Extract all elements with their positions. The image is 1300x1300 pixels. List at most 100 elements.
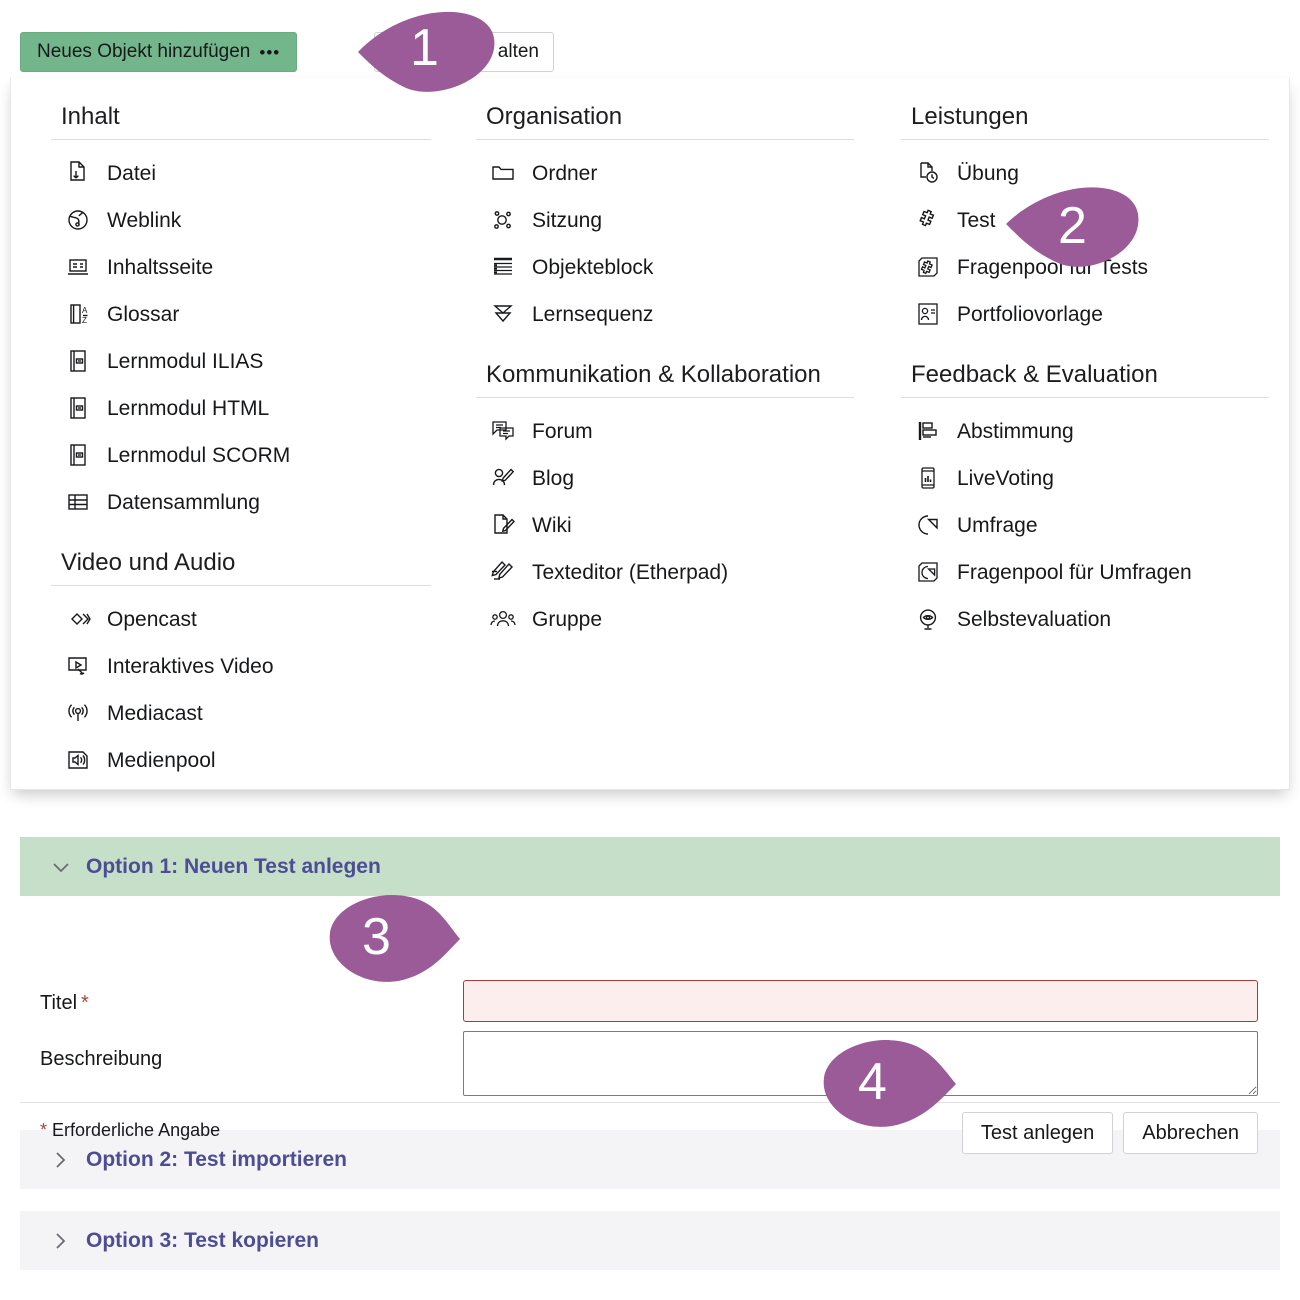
menu-item-mediacast[interactable]: Mediacast	[51, 690, 431, 737]
menu-item-blog[interactable]: Blog	[476, 455, 854, 502]
chevron-right-icon	[50, 1230, 72, 1252]
menu-item-opencast[interactable]: Opencast	[51, 596, 431, 643]
title-field-row: Titel *	[40, 992, 89, 1015]
menu-group-video-audio: Video und Audio Opencast Interaktives Vi…	[51, 532, 431, 784]
option-3-header[interactable]: Option 3: Test kopieren	[20, 1211, 1280, 1270]
cancel-button[interactable]: Abbrechen	[1123, 1112, 1258, 1154]
required-note-text: Erforderliche Angabe	[47, 1120, 221, 1140]
manage-button[interactable]: alten	[374, 32, 554, 72]
menu-item-lernmodul-html[interactable]: Lernmodul HTML	[51, 385, 431, 432]
menu-item-label: Forum	[532, 419, 593, 443]
learning-sequence-icon	[488, 299, 518, 329]
menu-column-2: Organisation Ordner Sitzung Objekteblock	[476, 78, 854, 649]
menu-item-label: Fragenpool für Tests	[957, 255, 1149, 279]
portfolio-template-icon	[913, 299, 943, 329]
folder-icon	[488, 158, 518, 188]
menu-item-label: Umfrage	[957, 513, 1038, 537]
puzzle-icon	[913, 205, 943, 235]
menu-item-label: Opencast	[107, 607, 197, 631]
menu-item-label: Mediacast	[107, 701, 203, 725]
toolbar: alten Neues Objekt hinzufügen •••	[0, 0, 1300, 78]
add-new-object-button[interactable]: Neues Objekt hinzufügen •••	[20, 32, 298, 72]
option-1-title: Option 1: Neuen Test anlegen	[86, 854, 381, 878]
menu-group-organisation: Organisation Ordner Sitzung Objekteblock	[476, 78, 854, 338]
menu-item-label: LiveVoting	[957, 466, 1054, 490]
menu-item-test[interactable]: Test	[901, 197, 1269, 244]
interactive-video-icon	[63, 651, 93, 681]
menu-item-label: Datensammlung	[107, 490, 260, 514]
menu-item-texteditor-etherpad[interactable]: Texteditor (Etherpad)	[476, 549, 854, 596]
option-2-title: Option 2: Test importieren	[86, 1147, 347, 1171]
menu-item-label: Lernmodul SCORM	[107, 443, 291, 467]
menu-item-sitzung[interactable]: Sitzung	[476, 197, 854, 244]
group-title-organisation: Organisation	[486, 103, 623, 130]
menu-item-lernmodul-scorm[interactable]: Lernmodul SCORM	[51, 432, 431, 479]
menu-item-interaktives-video[interactable]: Interaktives Video	[51, 643, 431, 690]
manage-button-label: alten	[497, 41, 539, 62]
menu-item-uebung[interactable]: Übung	[901, 150, 1269, 197]
menu-group-feedback-evaluation: Feedback & Evaluation Abstimmung LiveVot…	[901, 344, 1269, 643]
chevron-down-icon	[50, 856, 72, 878]
livevoting-phone-icon	[913, 463, 943, 493]
menu-item-label: Lernmodul ILIAS	[107, 349, 264, 373]
menu-item-inhaltsseite[interactable]: Inhaltsseite	[51, 244, 431, 291]
ellipsis-icon: •••	[259, 42, 281, 62]
menu-item-datensammlung[interactable]: Datensammlung	[51, 479, 431, 526]
blog-icon	[488, 463, 518, 493]
menu-item-selbstevaluation[interactable]: Selbstevaluation	[901, 596, 1269, 643]
menu-group-leistungen: Leistungen Übung Test Fragenpool für Tes…	[901, 78, 1269, 338]
menu-item-label: Lernsequenz	[532, 302, 654, 326]
menu-item-label: Inhaltsseite	[107, 255, 214, 279]
menu-column-3: Leistungen Übung Test Fragenpool für Tes…	[901, 78, 1269, 649]
menu-item-fragenpool-umfragen[interactable]: Fragenpool für Umfragen	[901, 549, 1269, 596]
learning-module-icon	[63, 440, 93, 470]
opencast-diamond-icon	[63, 604, 93, 634]
menu-item-label: Lernmodul HTML	[107, 396, 270, 420]
exercise-clock-icon	[913, 158, 943, 188]
description-textarea[interactable]	[463, 1031, 1258, 1096]
option-1-header[interactable]: Option 1: Neuen Test anlegen	[20, 837, 1280, 896]
menu-item-umfrage[interactable]: Umfrage	[901, 502, 1269, 549]
menu-item-portfoliovorlage[interactable]: Portfoliovorlage	[901, 291, 1269, 338]
menu-item-label: Glossar	[107, 302, 180, 326]
title-input[interactable]	[463, 980, 1258, 1022]
group-title-leistungen: Leistungen	[911, 103, 1029, 130]
survey-pie-icon	[913, 510, 943, 540]
menu-item-medienpool[interactable]: Medienpool	[51, 737, 431, 784]
etherpad-icon	[488, 557, 518, 587]
group-title-inhalt: Inhalt	[61, 103, 120, 130]
chevron-right-icon	[50, 1149, 72, 1171]
self-evaluation-eye-icon	[913, 604, 943, 634]
menu-item-wiki[interactable]: Wiki	[476, 502, 854, 549]
menu-item-label: Blog	[532, 466, 575, 490]
menu-item-label: Abstimmung	[957, 419, 1074, 443]
menu-item-lernmodul-ilias[interactable]: Lernmodul ILIAS	[51, 338, 431, 385]
poll-bars-icon	[913, 416, 943, 446]
learning-module-icon	[63, 346, 93, 376]
form-actions: Test anlegen Abbrechen	[961, 1112, 1258, 1154]
menu-item-weblink[interactable]: Weblink	[51, 197, 431, 244]
menu-item-label: Gruppe	[532, 607, 603, 631]
menu-group-kommunikation: Kommunikation & Kollaboration Forum Blog…	[476, 344, 854, 643]
add-object-dropdown-panel: Inhalt Datei Weblink Inhaltsseite	[10, 78, 1290, 790]
menu-item-objekteblock[interactable]: Objekteblock	[476, 244, 854, 291]
menu-item-fragenpool-tests[interactable]: Fragenpool für Tests	[901, 244, 1269, 291]
create-test-button[interactable]: Test anlegen	[961, 1112, 1114, 1154]
group-divider	[51, 138, 431, 140]
menu-item-forum[interactable]: Forum	[476, 408, 854, 455]
menu-item-label: Wiki	[532, 513, 572, 537]
globe-icon	[63, 205, 93, 235]
menu-item-ordner[interactable]: Ordner	[476, 150, 854, 197]
group-divider	[901, 138, 1269, 140]
menu-item-gruppe[interactable]: Gruppe	[476, 596, 854, 643]
menu-column-1: Inhalt Datei Weblink Inhaltsseite	[51, 78, 431, 790]
menu-item-label: Übung	[957, 161, 1019, 185]
title-required-marker: *	[81, 992, 89, 1014]
menu-item-abstimmung[interactable]: Abstimmung	[901, 408, 1269, 455]
group-title-video-audio: Video und Audio	[61, 548, 236, 576]
menu-item-label: Selbstevaluation	[957, 607, 1112, 631]
menu-item-datei[interactable]: Datei	[51, 150, 431, 197]
menu-item-lernsequenz[interactable]: Lernsequenz	[476, 291, 854, 338]
menu-item-livevoting[interactable]: LiveVoting	[901, 455, 1269, 502]
